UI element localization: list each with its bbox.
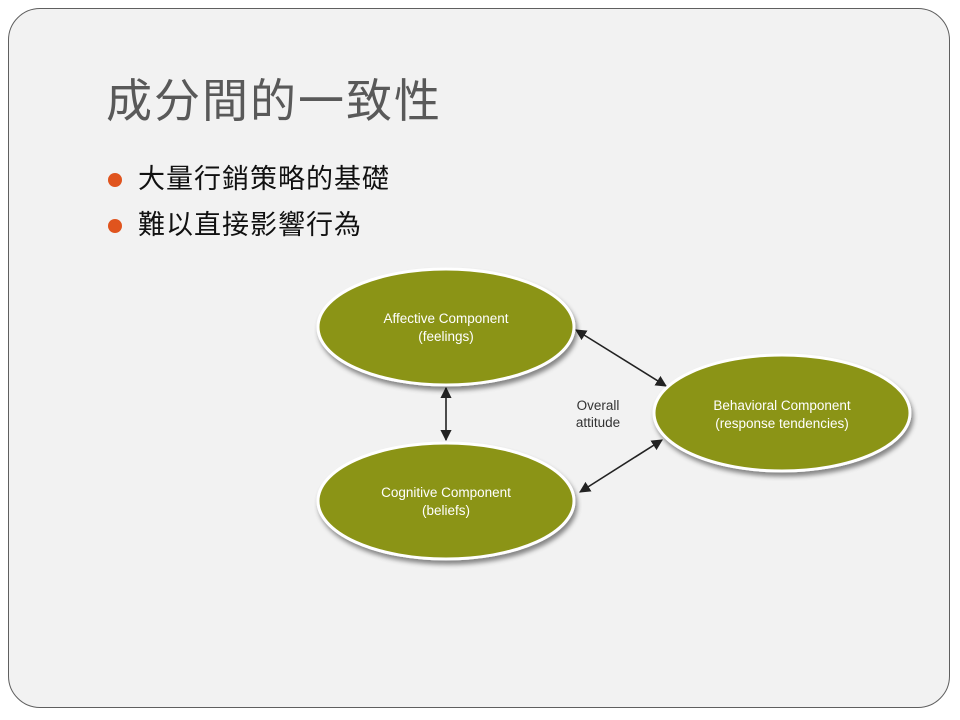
behavioral-sublabel: (response tendencies) — [715, 416, 849, 431]
bullet-item: 大量行銷策略的基礎 — [108, 160, 390, 206]
cognitive-label: Cognitive Component — [381, 485, 511, 500]
edge-affective-behavioral — [575, 329, 667, 387]
affective-ellipse — [316, 267, 576, 387]
overall-attitude-sublabel: attitude — [576, 415, 620, 430]
node-cognitive: Cognitive Component (beliefs) — [316, 441, 576, 561]
cognitive-sublabel: (beliefs) — [422, 503, 470, 518]
affective-sublabel: (feelings) — [418, 329, 474, 344]
page-title: 成分間的一致性 — [106, 74, 442, 128]
cognitive-ellipse — [316, 441, 576, 561]
behavioral-label: Behavioral Component — [713, 398, 851, 413]
node-affective: Affective Component (feelings) — [316, 267, 576, 387]
bullet-text: 大量行銷策略的基礎 — [138, 164, 390, 195]
bullet-item: 難以直接影響行為 — [108, 206, 390, 252]
affective-label: Affective Component — [383, 311, 508, 326]
attitude-diagram: Affective Component (feelings) Cognitive… — [316, 267, 912, 561]
bullet-list: 大量行銷策略的基礎 難以直接影響行為 — [108, 160, 390, 252]
behavioral-ellipse — [652, 353, 912, 473]
bullet-dot-icon — [108, 219, 122, 233]
edge-cognitive-behavioral — [579, 439, 663, 493]
overall-attitude-label: Overall — [577, 398, 620, 413]
bullet-dot-icon — [108, 173, 122, 187]
bullet-text: 難以直接影響行為 — [138, 210, 362, 241]
node-behavioral: Behavioral Component (response tendencie… — [652, 353, 912, 473]
